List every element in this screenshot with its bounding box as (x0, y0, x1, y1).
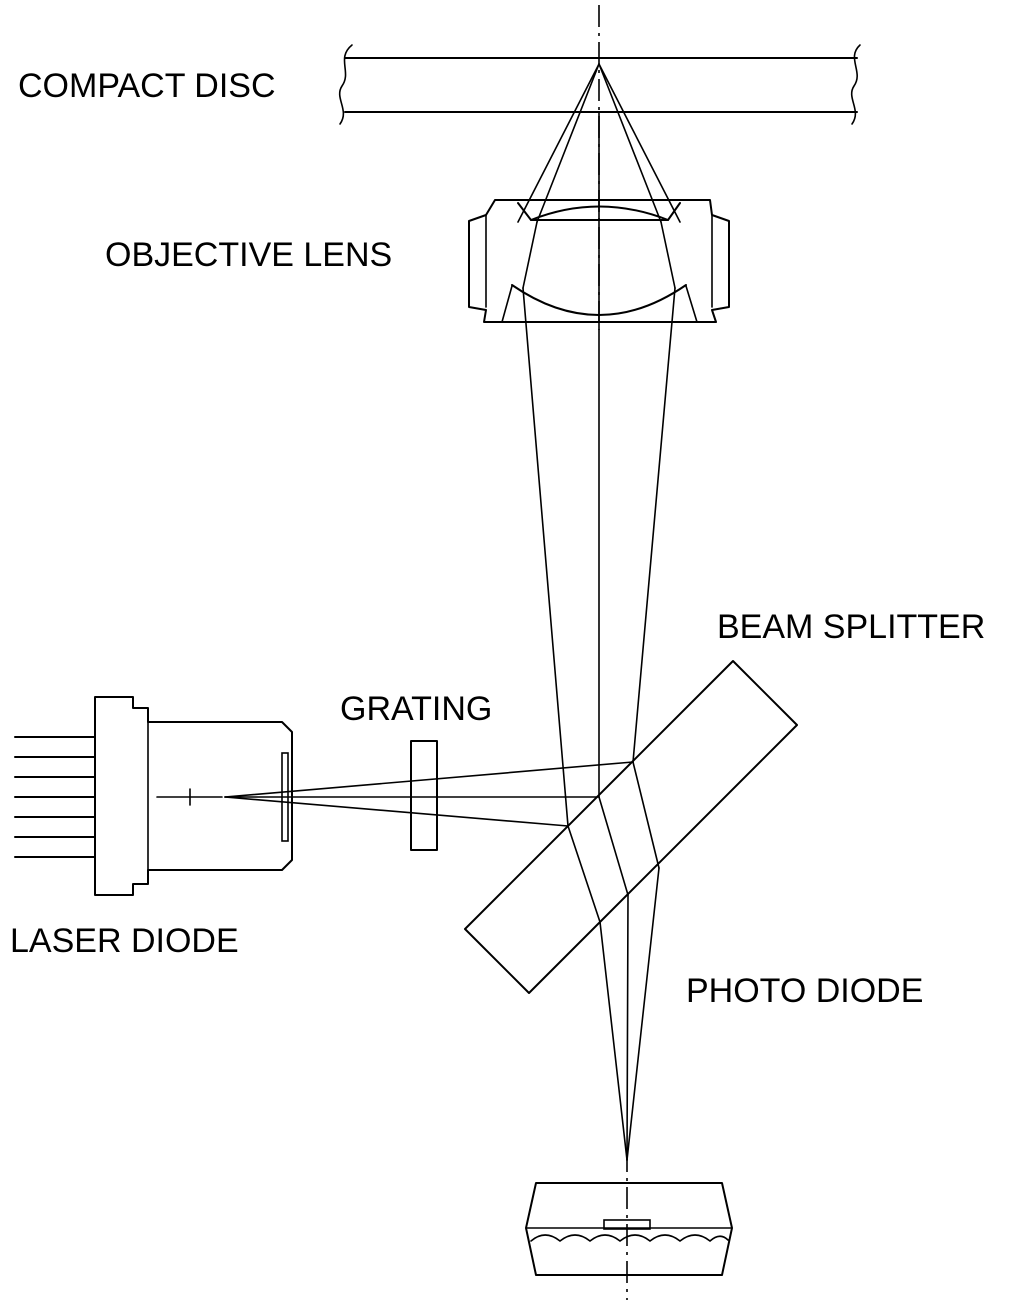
laser-diode (14, 696, 293, 896)
label-photo-diode: PHOTO DIODE (686, 972, 923, 1010)
label-objective-lens: OBJECTIVE LENS (105, 236, 392, 274)
label-grating: GRATING (340, 690, 492, 728)
label-compact-disc: COMPACT DISC (18, 67, 276, 105)
label-laser-diode: LASER DIODE (10, 922, 239, 960)
light-rays (224, 63, 698, 1161)
label-beam-splitter: BEAM SPLITTER (717, 608, 985, 646)
compact-disc (338, 44, 861, 125)
beam-splitter (464, 660, 798, 994)
photo-diode (525, 1182, 733, 1276)
grating (410, 740, 438, 851)
